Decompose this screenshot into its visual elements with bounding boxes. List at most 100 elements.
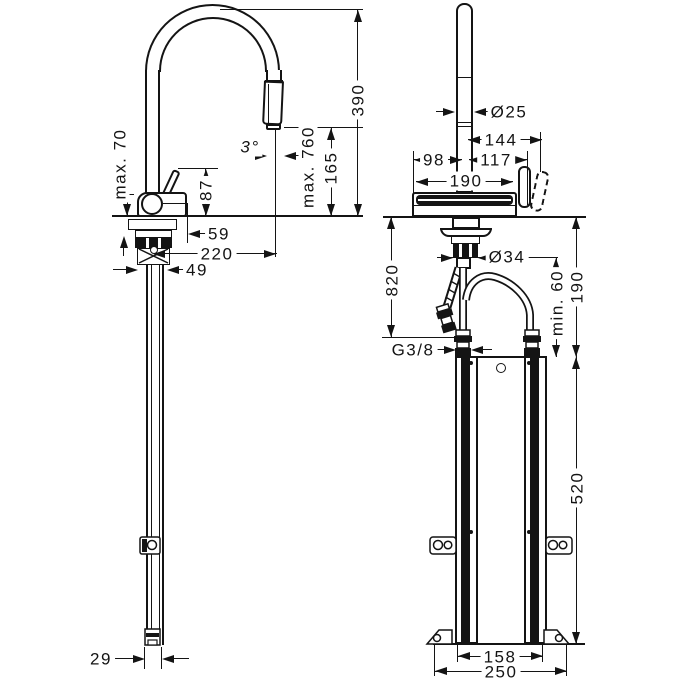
arrowhead-down (552, 345, 560, 357)
ext-line-29 (161, 647, 162, 669)
nut-slot (146, 238, 149, 248)
arrowhead-up (120, 236, 128, 248)
arrowhead-left (435, 667, 447, 675)
arrowhead-left (167, 266, 179, 274)
arrowhead-right (515, 156, 527, 164)
dim-tail-29 (114, 658, 133, 659)
dim-label-49: 49 (183, 260, 211, 280)
arrowhead-up (572, 217, 580, 229)
arrowhead-left (471, 346, 483, 354)
spout-riser-pipe (145, 70, 160, 193)
arrowhead-right (444, 346, 456, 354)
dim-tail-29 (174, 658, 189, 659)
pipe-joint-line (457, 77, 472, 78)
ext-line-hose-end (382, 337, 460, 338)
dim-label-min60: min. 60 (547, 266, 567, 340)
ext-line-arc-top (220, 9, 363, 10)
box-screw-dot (527, 530, 531, 534)
box-baseline (433, 643, 585, 645)
ext-line-spray-outlet (284, 127, 363, 128)
dim-label-dia34: Ø34 (485, 247, 529, 267)
dim-label-190-top: 190 (446, 171, 486, 191)
arrowhead-right (126, 266, 138, 274)
dim-tail-g38 (483, 349, 492, 350)
arrowhead-left (474, 108, 486, 116)
arrowhead-right (501, 178, 513, 186)
arrowhead-left (468, 136, 480, 144)
dim-label-158: 158 (480, 647, 520, 667)
arrowhead-right (443, 108, 455, 116)
arrowhead-up (327, 128, 335, 140)
arrowhead-left (469, 156, 481, 164)
ext-line-158 (457, 645, 458, 662)
ext-line-144 (540, 132, 541, 172)
mounting-box-top (455, 356, 547, 358)
dim-label-520: 520 (567, 468, 587, 508)
sprayhead-nozzle (266, 124, 281, 130)
ext-line-left-plate (413, 151, 414, 193)
arrowhead-left (458, 652, 470, 660)
dim-label-98: 98 (420, 150, 448, 170)
arrowhead-right (441, 254, 453, 262)
ext-line-59 (187, 203, 188, 243)
box-screw-dot (469, 530, 473, 534)
dim-label-dia25: Ø25 (487, 102, 531, 122)
arrowhead-down (387, 325, 395, 337)
arrowhead-left (478, 254, 490, 262)
box-screw-dot (469, 361, 473, 365)
arrowhead-up (387, 217, 395, 229)
dim-line-max70-lower (123, 247, 124, 256)
arrowhead-down (123, 204, 131, 216)
nut-slot (469, 244, 472, 258)
mounting-nut-side (135, 238, 172, 248)
arrowhead-right (531, 652, 543, 660)
sprayhead-detail-line (268, 84, 269, 123)
deck-line-front (383, 216, 586, 218)
deck-line-side (112, 215, 363, 217)
dim-label-250: 250 (481, 662, 521, 680)
washer-plate (128, 219, 177, 230)
arrowhead-up (202, 169, 210, 181)
pipe-joint-line (457, 126, 472, 127)
pipe-joint-line (457, 122, 472, 123)
base-plate-strip-hairline (418, 199, 511, 201)
nut-slot (158, 238, 161, 248)
handle-joint-circle (141, 193, 163, 215)
arrowhead-up (354, 10, 362, 22)
dim-tail-dia25 (436, 111, 444, 112)
nut-slot (459, 244, 462, 258)
dim-label-220: 220 (197, 244, 237, 264)
spray-centerline (275, 130, 276, 257)
faucet-body-line (163, 203, 186, 204)
dim-tail-g38 (434, 349, 444, 350)
arrowhead-down (572, 345, 580, 357)
arrowhead-up (552, 258, 560, 270)
shank-neck (451, 236, 480, 244)
ext-line-lever-tip (178, 168, 218, 169)
dim-label-117: 117 (477, 150, 515, 170)
arrowhead-left (416, 178, 428, 186)
arrowhead-left (414, 156, 426, 164)
arrowhead-left (162, 655, 174, 663)
arrowhead-down (327, 204, 335, 216)
arrowhead-down (202, 204, 210, 216)
dim-label-144: 144 (481, 130, 521, 150)
ext-line-250 (566, 645, 567, 676)
base-plate-mid-line (412, 205, 517, 206)
box-center-hole (496, 363, 506, 373)
ext-line-29 (144, 647, 145, 669)
dim-label-g38: G3/8 (388, 340, 438, 360)
spout-drop-tube (266, 70, 282, 81)
arrowhead-right (133, 655, 145, 663)
dim-tail-59 (200, 233, 208, 234)
box-screw-dot (527, 361, 531, 365)
arrowhead-right (264, 250, 276, 258)
dim-label-190-right: 190 (567, 267, 587, 307)
box-rail-right-stripe (530, 358, 539, 642)
ext-line-250 (434, 645, 435, 676)
arrowhead-right (555, 667, 567, 675)
